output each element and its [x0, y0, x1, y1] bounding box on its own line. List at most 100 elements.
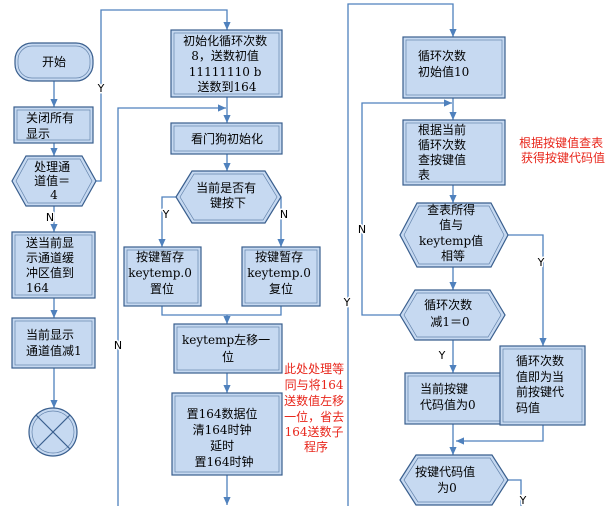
shape-outline [14, 42, 94, 82]
process-close-display [13, 106, 94, 144]
shape-outline [170, 122, 283, 155]
junction-circle [28, 407, 78, 457]
key-shift-label: keytemp左移一 位 [182, 332, 274, 364]
text-line: 值与 [439, 217, 463, 232]
key-pressed-label: 当前是否有 键按下 [196, 180, 260, 210]
shape-outline [11, 317, 96, 369]
junction-x-line [35, 414, 71, 450]
compare-label: 查表所得 值与 keytemp值 相等 [419, 202, 487, 263]
text-line: 按键暂存 [136, 250, 184, 264]
connectors [50, 3, 547, 506]
connector-code-check-yes [508, 479, 522, 506]
shape-inner-border [14, 234, 93, 296]
shape-outline [171, 392, 283, 476]
text-line: 按键暂存 [255, 250, 303, 264]
process-channel-dec [11, 317, 96, 369]
init-loop-label: 初始化循环次数 8，送数初值 11111110 b 送数到164 [183, 33, 271, 94]
connector-code-from-loop-merge [456, 425, 544, 445]
text-line: 循环次数 [516, 353, 564, 368]
process-shift-164 [171, 392, 283, 476]
code-check-label: 按键代码值 为0 [415, 464, 479, 495]
text-line: 相等 [441, 249, 465, 263]
text-line: 根据当前 [418, 122, 466, 137]
edge-label-channel-check-yes: Y [97, 82, 105, 95]
text-line: 查按键值 [418, 152, 466, 167]
text-line: 循环次数 [418, 48, 466, 63]
connector-outer-loop-back [117, 104, 226, 506]
text-line: 置164时钟 [195, 454, 254, 469]
text-line: 当前按键 [420, 381, 468, 396]
text-line: keytemp值 [419, 233, 483, 248]
close-display-label: 关闭所有 显示 [26, 111, 78, 141]
code-zero-label: 当前按键 代码值为0 [420, 381, 476, 412]
text-line: 初始化循环次数 [183, 33, 267, 48]
shape-inner-border [173, 125, 280, 152]
text-line: 键按下 [210, 196, 246, 210]
process-key-set [123, 246, 202, 307]
send-buffer-label: 送当前显 示通道缓 冲区值到 164 [26, 235, 78, 295]
text-line: 延时 [210, 439, 234, 453]
shape-inner-border [405, 39, 503, 96]
shape-outline [170, 29, 283, 98]
process-key-reset [241, 246, 321, 307]
shape-outline [402, 119, 506, 186]
code-from-loop-label: 循环次数 值即为当 前按键代 码值 [516, 353, 568, 415]
shape-inner-border [15, 158, 93, 204]
text-line: 获得按键代码值 [521, 150, 605, 165]
text-line: 置164数据位 [187, 406, 258, 421]
text-line: 11111110 b [189, 65, 262, 79]
shift-164-label: 置164数据位 清164时钟 延时 置164时钟 [187, 406, 262, 469]
text-line: 复位 [269, 281, 293, 296]
text-line: keytemp.0 [247, 266, 311, 280]
channel-dec-label: 当前显示 通道值减1 [26, 327, 82, 358]
decision-code-check [399, 454, 509, 506]
text-line: 164 [26, 281, 49, 295]
channel-check-label: 处理通 道值＝ 4 [34, 160, 74, 202]
text-line: 程序 [304, 439, 328, 454]
shape-outline [123, 246, 202, 307]
edge-label-channel-check-no: N [46, 211, 54, 224]
terminator-start [14, 42, 94, 82]
connector-loop-dec-no [361, 99, 452, 316]
shape-inner-border [16, 109, 91, 141]
shape-outline [404, 372, 506, 425]
text-line: 查表所得 [427, 202, 475, 217]
shape-outline [499, 345, 586, 426]
text-line: 4 [50, 188, 58, 202]
text-line: 8，送数初值 [191, 48, 259, 63]
connector-key-branch-merge [161, 306, 282, 316]
text-line: 处理通 [34, 160, 70, 174]
text-line: 冲区值到 [26, 265, 74, 280]
connector-scan-entry [347, 3, 457, 506]
node-labels: 开始 关闭所有 显示 处理通 道值＝ 4 送当前显 示通道缓 冲区值到 164 … [26, 33, 568, 495]
annotations: 此处处理等 同与将164 送数值左移 一位，省去 164送数子 程序 根据按键值… [284, 135, 605, 454]
shape-outline [175, 170, 282, 224]
shape-inner-border [244, 249, 318, 304]
connector-key-pressed-yes [158, 196, 176, 247]
shape-inner-border [502, 348, 583, 423]
shape-inner-border [403, 292, 502, 338]
process-code-from-loop [499, 345, 586, 426]
text-line: 同与将164 [285, 378, 344, 392]
text-line: 循环次数 [418, 137, 466, 152]
connector-compare-yes [508, 234, 547, 346]
shape-outline [399, 454, 509, 506]
start-label: 开始 [42, 55, 66, 69]
process-code-zero [404, 372, 506, 425]
shape-inner-border [174, 395, 280, 473]
shape-inner-border [14, 320, 93, 366]
shape-inner-border [176, 326, 280, 371]
connector-channel-check-yes [96, 9, 231, 182]
text-line: 示通道缓 [26, 251, 74, 265]
process-send-buffer [11, 231, 96, 299]
edge-label-loop-dec-no: N [358, 223, 366, 236]
text-line: 看门狗初始化 [191, 131, 263, 146]
process-watchdog-init [170, 122, 283, 155]
text-line: 码值 [516, 400, 540, 415]
key-set-label: 按键暂存 keytemp.0 置位 [128, 250, 195, 296]
text-line: 此处处理等 [284, 362, 344, 376]
shape-outline [13, 106, 94, 144]
shape-inner-border [179, 173, 278, 221]
edge-label-key-pressed-no: N [280, 208, 288, 221]
